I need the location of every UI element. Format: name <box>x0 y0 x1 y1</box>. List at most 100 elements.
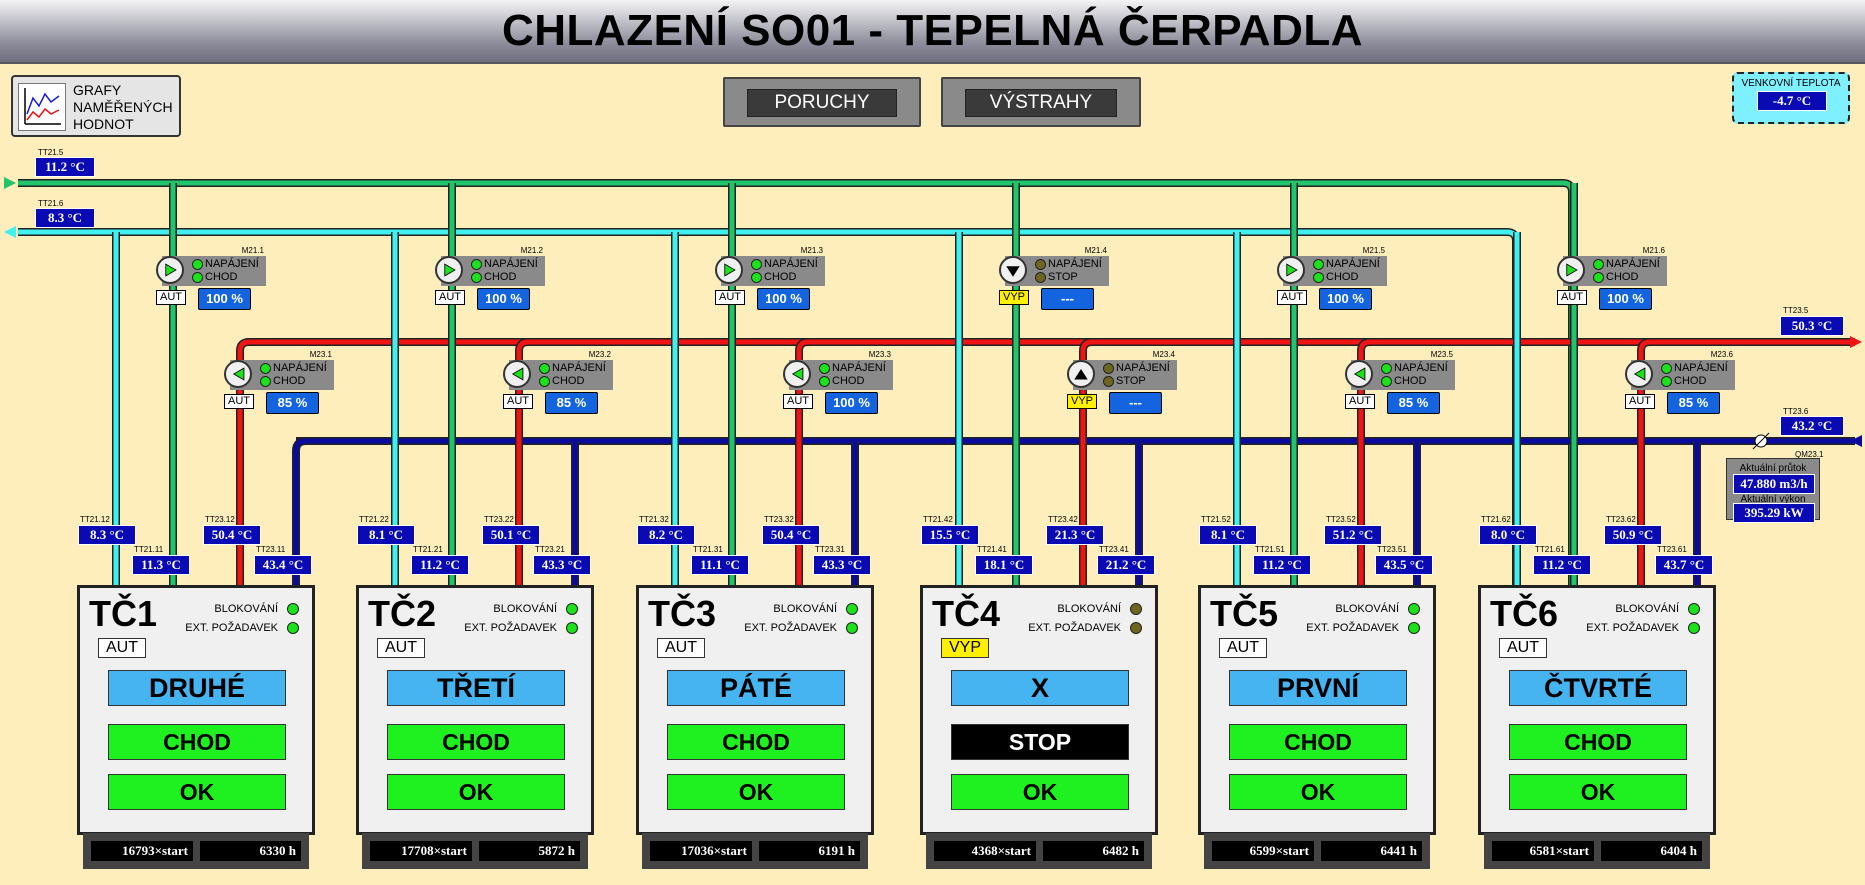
ext-request-label: EXT. POŽADAVEK <box>744 622 837 634</box>
pump-mode-badge[interactable]: AUT <box>1557 290 1587 305</box>
heat-pump-fault-status: OK <box>1229 774 1407 810</box>
sensor-value: 43.3 °C <box>813 555 871 575</box>
supply-label: NAPÁJENÍ <box>764 258 818 270</box>
pump-icon[interactable] <box>1277 256 1305 284</box>
pump-speed: 100 % <box>198 288 251 310</box>
pump-m21-5-panel[interactable]: M21.5 NAPÁJENÍ CHOD <box>1277 246 1387 286</box>
pump-speed: 100 % <box>1599 288 1652 310</box>
heat-pump-order: PRVNÍ <box>1229 670 1407 706</box>
heat-pump-order: PÁTÉ <box>667 670 845 706</box>
run-indicator <box>471 272 482 283</box>
outdoor-temperature-value: -4.7 °C <box>1757 91 1827 111</box>
pump-icon[interactable] <box>783 360 811 388</box>
pump-m21-2-panel[interactable]: M21.2 NAPÁJENÍ CHOD <box>435 246 545 286</box>
heat-pump-mode[interactable]: AUT <box>377 638 425 658</box>
ext-request-indicator <box>1130 622 1142 634</box>
pump-icon[interactable] <box>999 256 1027 284</box>
ext-request-label: EXT. POŽADAVEK <box>185 622 278 634</box>
blocking-label: BLOKOVÁNÍ <box>493 603 557 615</box>
pump-m23-6-panel[interactable]: M23.6 NAPÁJENÍ CHOD <box>1625 350 1735 390</box>
pump-status: STOP <box>1048 271 1078 283</box>
pump-tag: M21.3 <box>800 246 823 255</box>
heat-pump-mode[interactable]: AUT <box>98 638 146 658</box>
pump-mode-badge[interactable]: AUT <box>1277 290 1307 305</box>
flow-arrow-green <box>4 177 16 189</box>
graphs-button[interactable]: GRAFY NAMĚŘENÝCH HODNOT <box>11 75 181 137</box>
heat-pump-4[interactable]: TČ4 VYP BLOKOVÁNÍ EXT. POŽADAVEK X STOP … <box>920 585 1158 835</box>
power-value: 395.29 kW <box>1733 503 1815 523</box>
pump-m23-4-panel[interactable]: M23.4 NAPÁJENÍ STOP <box>1067 350 1177 390</box>
pump-status: CHOD <box>484 271 517 283</box>
ext-request-label: EXT. POŽADAVEK <box>464 622 557 634</box>
heat-pump-mode[interactable]: AUT <box>657 638 705 658</box>
pump-tag: M21.6 <box>1642 246 1665 255</box>
pump-speed: 85 % <box>1667 392 1720 414</box>
sensor-tag-tt216: TT21.6 <box>38 199 64 208</box>
pump-mode-badge[interactable]: VYP <box>1067 394 1097 409</box>
sensor-tag: TT21.12 <box>80 515 110 524</box>
heat-pump-3[interactable]: TČ3 AUT BLOKOVÁNÍ EXT. POŽADAVEK PÁTÉ CH… <box>636 585 874 835</box>
pump-mode-badge[interactable]: AUT <box>435 290 465 305</box>
blocking-label: BLOKOVÁNÍ <box>773 603 837 615</box>
ext-request-label: EXT. POŽADAVEK <box>1586 622 1679 634</box>
pump-status: CHOD <box>552 375 585 387</box>
heat-pump-1[interactable]: TČ1 AUT BLOKOVÁNÍ EXT. POŽADAVEK DRUHÉ C… <box>77 585 315 835</box>
pump-m21-3-panel[interactable]: M21.3 NAPÁJENÍ CHOD <box>715 246 825 286</box>
play-right-icon <box>444 263 456 277</box>
warnings-button[interactable]: VÝSTRAHY <box>941 77 1141 127</box>
pump-m23-2-panel[interactable]: M23.2 NAPÁJENÍ CHOD <box>503 350 613 390</box>
heat-pump-counters: 17036×start 6191 h <box>642 833 868 869</box>
run-indicator <box>539 376 550 387</box>
pump-m21-1-panel[interactable]: M21.1 NAPÁJENÍ CHOD <box>156 246 266 286</box>
heat-pump-state: CHOD <box>1229 724 1407 760</box>
pump-mode-badge[interactable]: AUT <box>783 394 813 409</box>
pump-icon[interactable] <box>1345 360 1373 388</box>
pump-icon[interactable] <box>224 360 252 388</box>
supply-label: NAPÁJENÍ <box>1394 362 1448 374</box>
pump-m21-6-panel[interactable]: M21.6 NAPÁJENÍ CHOD <box>1557 246 1667 286</box>
flow-label: Aktuální průtok <box>1739 463 1807 474</box>
sensor-value-tt235: 50.3 °C <box>1780 316 1844 336</box>
run-indicator <box>192 272 203 283</box>
heat-pump-mode[interactable]: AUT <box>1219 638 1267 658</box>
faults-button[interactable]: PORUCHY <box>723 77 921 127</box>
pump-mode-badge[interactable]: AUT <box>1345 394 1375 409</box>
pump-icon[interactable] <box>156 256 184 284</box>
blocking-indicator <box>1688 603 1700 615</box>
faults-button-label: PORUCHY <box>747 89 897 117</box>
pump-speed: 85 % <box>266 392 319 414</box>
pump-icon[interactable] <box>1625 360 1653 388</box>
pump-m23-1-panel[interactable]: M23.1 NAPÁJENÍ CHOD <box>224 350 334 390</box>
heat-pump-2[interactable]: TČ2 AUT BLOKOVÁNÍ EXT. POŽADAVEK TŘETÍ C… <box>356 585 594 835</box>
heat-pump-state: CHOD <box>108 724 286 760</box>
pump-icon[interactable] <box>435 256 463 284</box>
heat-pump-5[interactable]: TČ5 AUT BLOKOVÁNÍ EXT. POŽADAVEK PRVNÍ C… <box>1198 585 1436 835</box>
pump-icon[interactable] <box>503 360 531 388</box>
sensor-value: 8.1 °C <box>1199 525 1257 545</box>
heat-pump-mode[interactable]: VYP <box>941 638 989 658</box>
pump-icon[interactable] <box>715 256 743 284</box>
sensor-tag: TT23.12 <box>205 515 235 524</box>
blocking-label: BLOKOVÁNÍ <box>1057 603 1121 615</box>
pump-mode-badge[interactable]: AUT <box>156 290 186 305</box>
pump-mode-badge[interactable]: AUT <box>503 394 533 409</box>
supply-indicator <box>260 363 271 374</box>
pump-icon[interactable] <box>1067 360 1095 388</box>
pump-mode-badge[interactable]: AUT <box>224 394 254 409</box>
pump-mode-badge[interactable]: VYP <box>999 290 1029 305</box>
title-bar: CHLAZENÍ SO01 - TEPELNÁ ČERPADLA <box>0 0 1865 64</box>
pump-tag: M23.6 <box>1710 350 1733 359</box>
pump-m21-4-panel[interactable]: M21.4 NAPÁJENÍ STOP <box>999 246 1109 286</box>
sensor-value: 50.4 °C <box>203 525 261 545</box>
heat-pump-6[interactable]: TČ6 AUT BLOKOVÁNÍ EXT. POŽADAVEK ČTVRTÉ … <box>1478 585 1716 835</box>
heat-pump-name: TČ3 <box>648 593 717 634</box>
pump-icon[interactable] <box>1557 256 1585 284</box>
pump-speed: 100 % <box>477 288 530 310</box>
sensor-value: 11.2 °C <box>1533 555 1591 575</box>
heat-pump-mode[interactable]: AUT <box>1499 638 1547 658</box>
play-right-icon <box>1286 263 1298 277</box>
pump-m23-5-panel[interactable]: M23.5 NAPÁJENÍ CHOD <box>1345 350 1455 390</box>
pump-mode-badge[interactable]: AUT <box>715 290 745 305</box>
pump-m23-3-panel[interactable]: M23.3 NAPÁJENÍ CHOD <box>783 350 893 390</box>
pump-mode-badge[interactable]: AUT <box>1625 394 1655 409</box>
